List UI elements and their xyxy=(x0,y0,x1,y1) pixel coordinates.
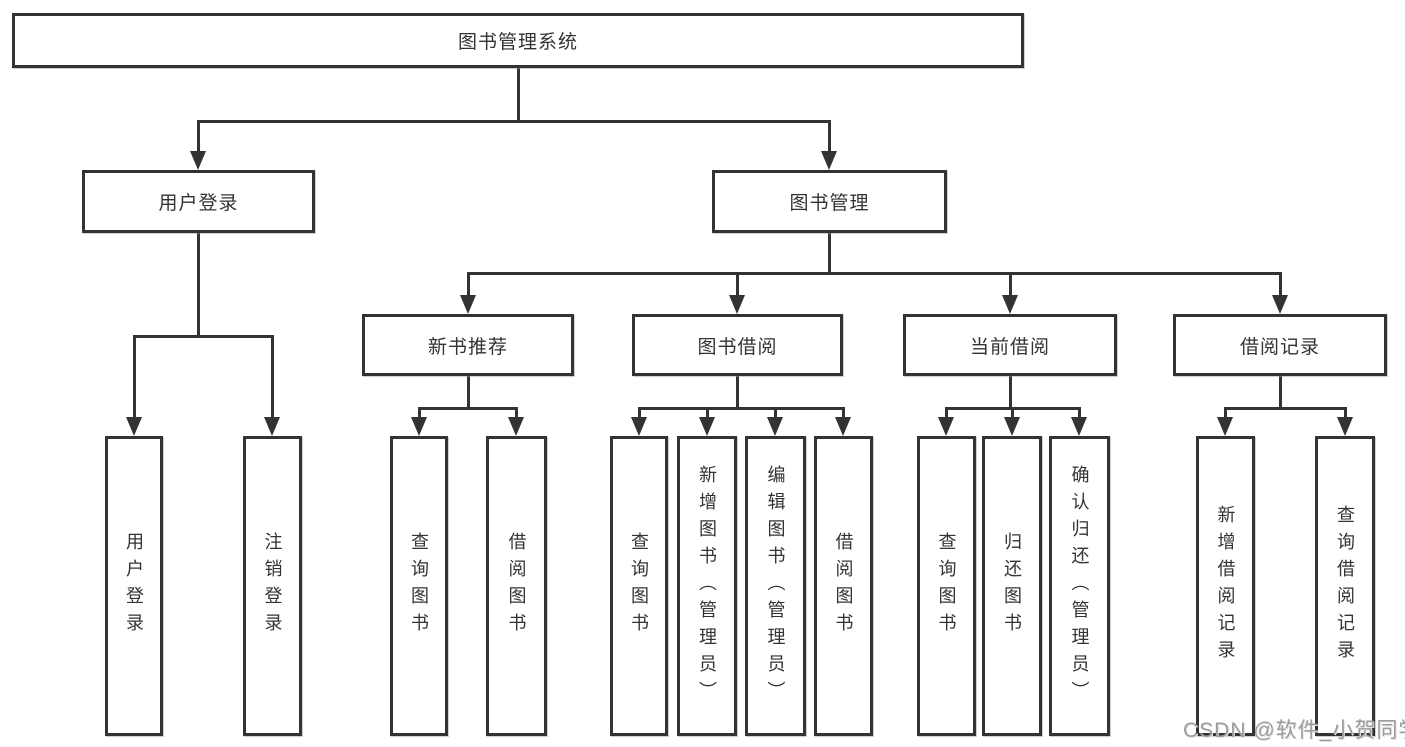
arrow-down-icon xyxy=(729,295,745,314)
node-user-login-label: 用户登录 xyxy=(158,193,239,214)
node-root: 图书管理系统 xyxy=(12,13,1024,68)
arrow-down-icon xyxy=(1337,417,1353,436)
leaf-borrow-borrow: 借阅图书 xyxy=(814,436,873,736)
connector-leaf-drop xyxy=(1344,407,1347,419)
arrow-down-icon xyxy=(699,417,715,436)
leaf-records-add-label: 新增借阅记录 xyxy=(1215,505,1236,667)
connector-bookmgmt-stem xyxy=(828,232,831,275)
connector-userlogin-bar xyxy=(133,335,274,338)
connector-leaf-drop xyxy=(1224,407,1227,419)
leaf-records-query-label: 查询借阅记录 xyxy=(1335,505,1355,667)
leaf-borrow-add-label: 新增图书（管理员） xyxy=(697,464,717,708)
leaf-logout: 注销登录 xyxy=(243,436,302,736)
leaf-current-query-label: 查询图书 xyxy=(936,532,957,640)
connector-level3-drop xyxy=(467,272,470,296)
connector-userlogin-drop xyxy=(197,120,200,152)
connector-bookmgmt-bar xyxy=(467,272,1282,275)
leaf-user-login: 用户登录 xyxy=(105,436,163,736)
leaf-borrow-borrow-label: 借阅图书 xyxy=(833,532,854,640)
connector-leaf-drop xyxy=(515,407,518,419)
arrow-down-icon xyxy=(1272,295,1288,314)
connector-bookborrow-stem xyxy=(736,375,739,410)
arrow-down-icon xyxy=(631,417,647,436)
node-new-books: 新书推荐 xyxy=(362,314,574,376)
leaf-borrow-add: 新增图书（管理员） xyxy=(677,436,737,736)
node-current-borrow-label: 当前借阅 xyxy=(969,336,1050,358)
arrow-down-icon xyxy=(190,151,206,170)
arrow-down-icon xyxy=(1217,417,1233,436)
node-user-login: 用户登录 xyxy=(82,170,315,233)
arrow-down-icon xyxy=(1004,417,1020,436)
connector-leaf-drop xyxy=(1078,407,1081,419)
connector-level3-drop xyxy=(1279,272,1282,296)
leaf-user-login-label: 用户登录 xyxy=(124,532,144,640)
connector-level3-drop xyxy=(1009,272,1012,296)
node-current-borrow: 当前借阅 xyxy=(903,314,1117,376)
connector-newbooks-stem xyxy=(467,375,470,410)
connector-bookmgmt-drop xyxy=(828,120,831,152)
connector-root-stem xyxy=(517,68,520,123)
arrow-down-icon xyxy=(767,417,783,436)
connector-newbooks-bar xyxy=(418,407,518,410)
node-root-label: 图书管理系统 xyxy=(457,32,578,53)
leaf-newbooks-borrow: 借阅图书 xyxy=(486,436,547,736)
leaf-borrow-query-label: 查询图书 xyxy=(629,532,649,640)
connector-leaf-drop xyxy=(945,407,948,419)
connector-leaf-drop xyxy=(706,407,709,419)
node-book-borrow-label: 图书借阅 xyxy=(697,336,778,358)
node-borrow-records: 借阅记录 xyxy=(1173,314,1387,376)
leaf-logout-label: 注销登录 xyxy=(262,532,283,640)
arrow-down-icon xyxy=(126,417,142,436)
node-book-borrow: 图书借阅 xyxy=(632,314,843,376)
leaf-current-confirm: 确认归还（管理员） xyxy=(1049,436,1110,736)
leaf-newbooks-borrow-label: 借阅图书 xyxy=(506,532,527,640)
arrow-down-icon xyxy=(264,417,280,436)
node-book-mgmt-label: 图书管理 xyxy=(789,193,870,214)
csdn-watermark: CSDN @软件_小贺同学 xyxy=(1183,719,1405,742)
connector-leaf-drop xyxy=(1011,407,1014,419)
arrow-down-icon xyxy=(411,417,427,436)
connector-leaf-drop xyxy=(638,407,641,419)
leaf-borrow-edit-label: 编辑图书（管理员） xyxy=(765,464,786,708)
connector-leaf-drop xyxy=(842,407,845,419)
arrow-down-icon xyxy=(938,417,954,436)
arrow-down-icon xyxy=(460,295,476,314)
connector-leaf-drop xyxy=(774,407,777,419)
connector-root-bar xyxy=(197,120,831,123)
arrow-down-icon xyxy=(835,417,851,436)
leaf-newbooks-query-label: 查询图书 xyxy=(409,532,429,640)
leaf-borrow-edit: 编辑图书（管理员） xyxy=(745,436,806,736)
node-borrow-records-label: 借阅记录 xyxy=(1239,336,1320,358)
leaf-current-return-label: 归还图书 xyxy=(1002,532,1022,640)
leaf-current-query: 查询图书 xyxy=(917,436,976,736)
connector-leaf-drop xyxy=(133,335,136,419)
leaf-borrow-query: 查询图书 xyxy=(610,436,668,736)
leaf-current-confirm-label: 确认归还（管理员） xyxy=(1069,464,1090,708)
arrow-down-icon xyxy=(1071,417,1087,436)
leaf-records-add: 新增借阅记录 xyxy=(1196,436,1255,736)
node-new-books-label: 新书推荐 xyxy=(427,336,508,358)
arrow-down-icon xyxy=(508,417,524,436)
arrow-down-icon xyxy=(821,151,837,170)
connector-records-bar xyxy=(1224,407,1347,410)
connector-userlogin-stem xyxy=(197,232,200,338)
leaf-newbooks-query: 查询图书 xyxy=(390,436,448,736)
connector-currentborrow-stem xyxy=(1009,375,1012,410)
connector-records-stem xyxy=(1279,375,1282,410)
leaf-records-query: 查询借阅记录 xyxy=(1315,436,1375,736)
leaf-current-return: 归还图书 xyxy=(982,436,1042,736)
arrow-down-icon xyxy=(1002,295,1018,314)
connector-bookborrow-bar xyxy=(638,407,845,410)
node-book-mgmt: 图书管理 xyxy=(712,170,947,233)
connector-leaf-drop xyxy=(418,407,421,419)
connector-leaf-drop xyxy=(271,335,274,419)
connector-level3-drop xyxy=(736,272,739,296)
